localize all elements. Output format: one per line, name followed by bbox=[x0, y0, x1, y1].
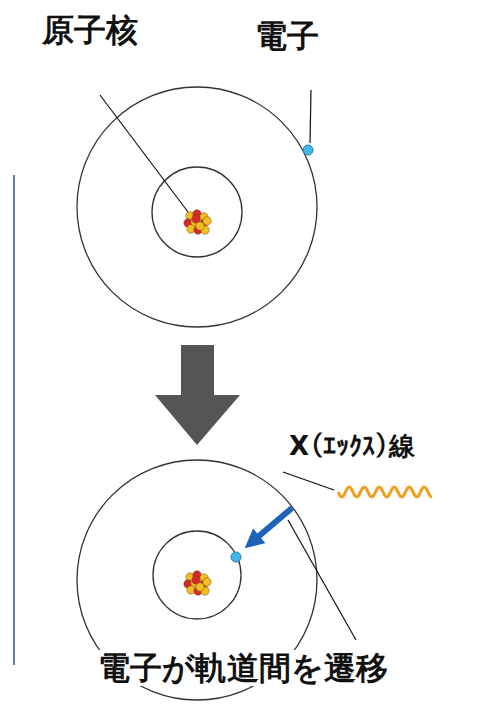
xray-wave bbox=[338, 487, 432, 497]
nucleon bbox=[203, 217, 211, 225]
nucleon bbox=[196, 583, 204, 591]
side-rule bbox=[13, 175, 15, 665]
nucleon bbox=[196, 222, 204, 230]
electron-label: 電子 bbox=[252, 18, 322, 55]
xray-label: X（ｴｯｸｽ）線 bbox=[286, 432, 418, 462]
transition-arrow bbox=[155, 345, 240, 445]
transition-label: 電子が軌道間を遷移 bbox=[95, 650, 391, 687]
atom-before bbox=[77, 87, 317, 327]
atom-after bbox=[77, 460, 432, 700]
nucleus-label: 原子核 bbox=[39, 12, 141, 49]
nucleon bbox=[203, 578, 211, 586]
